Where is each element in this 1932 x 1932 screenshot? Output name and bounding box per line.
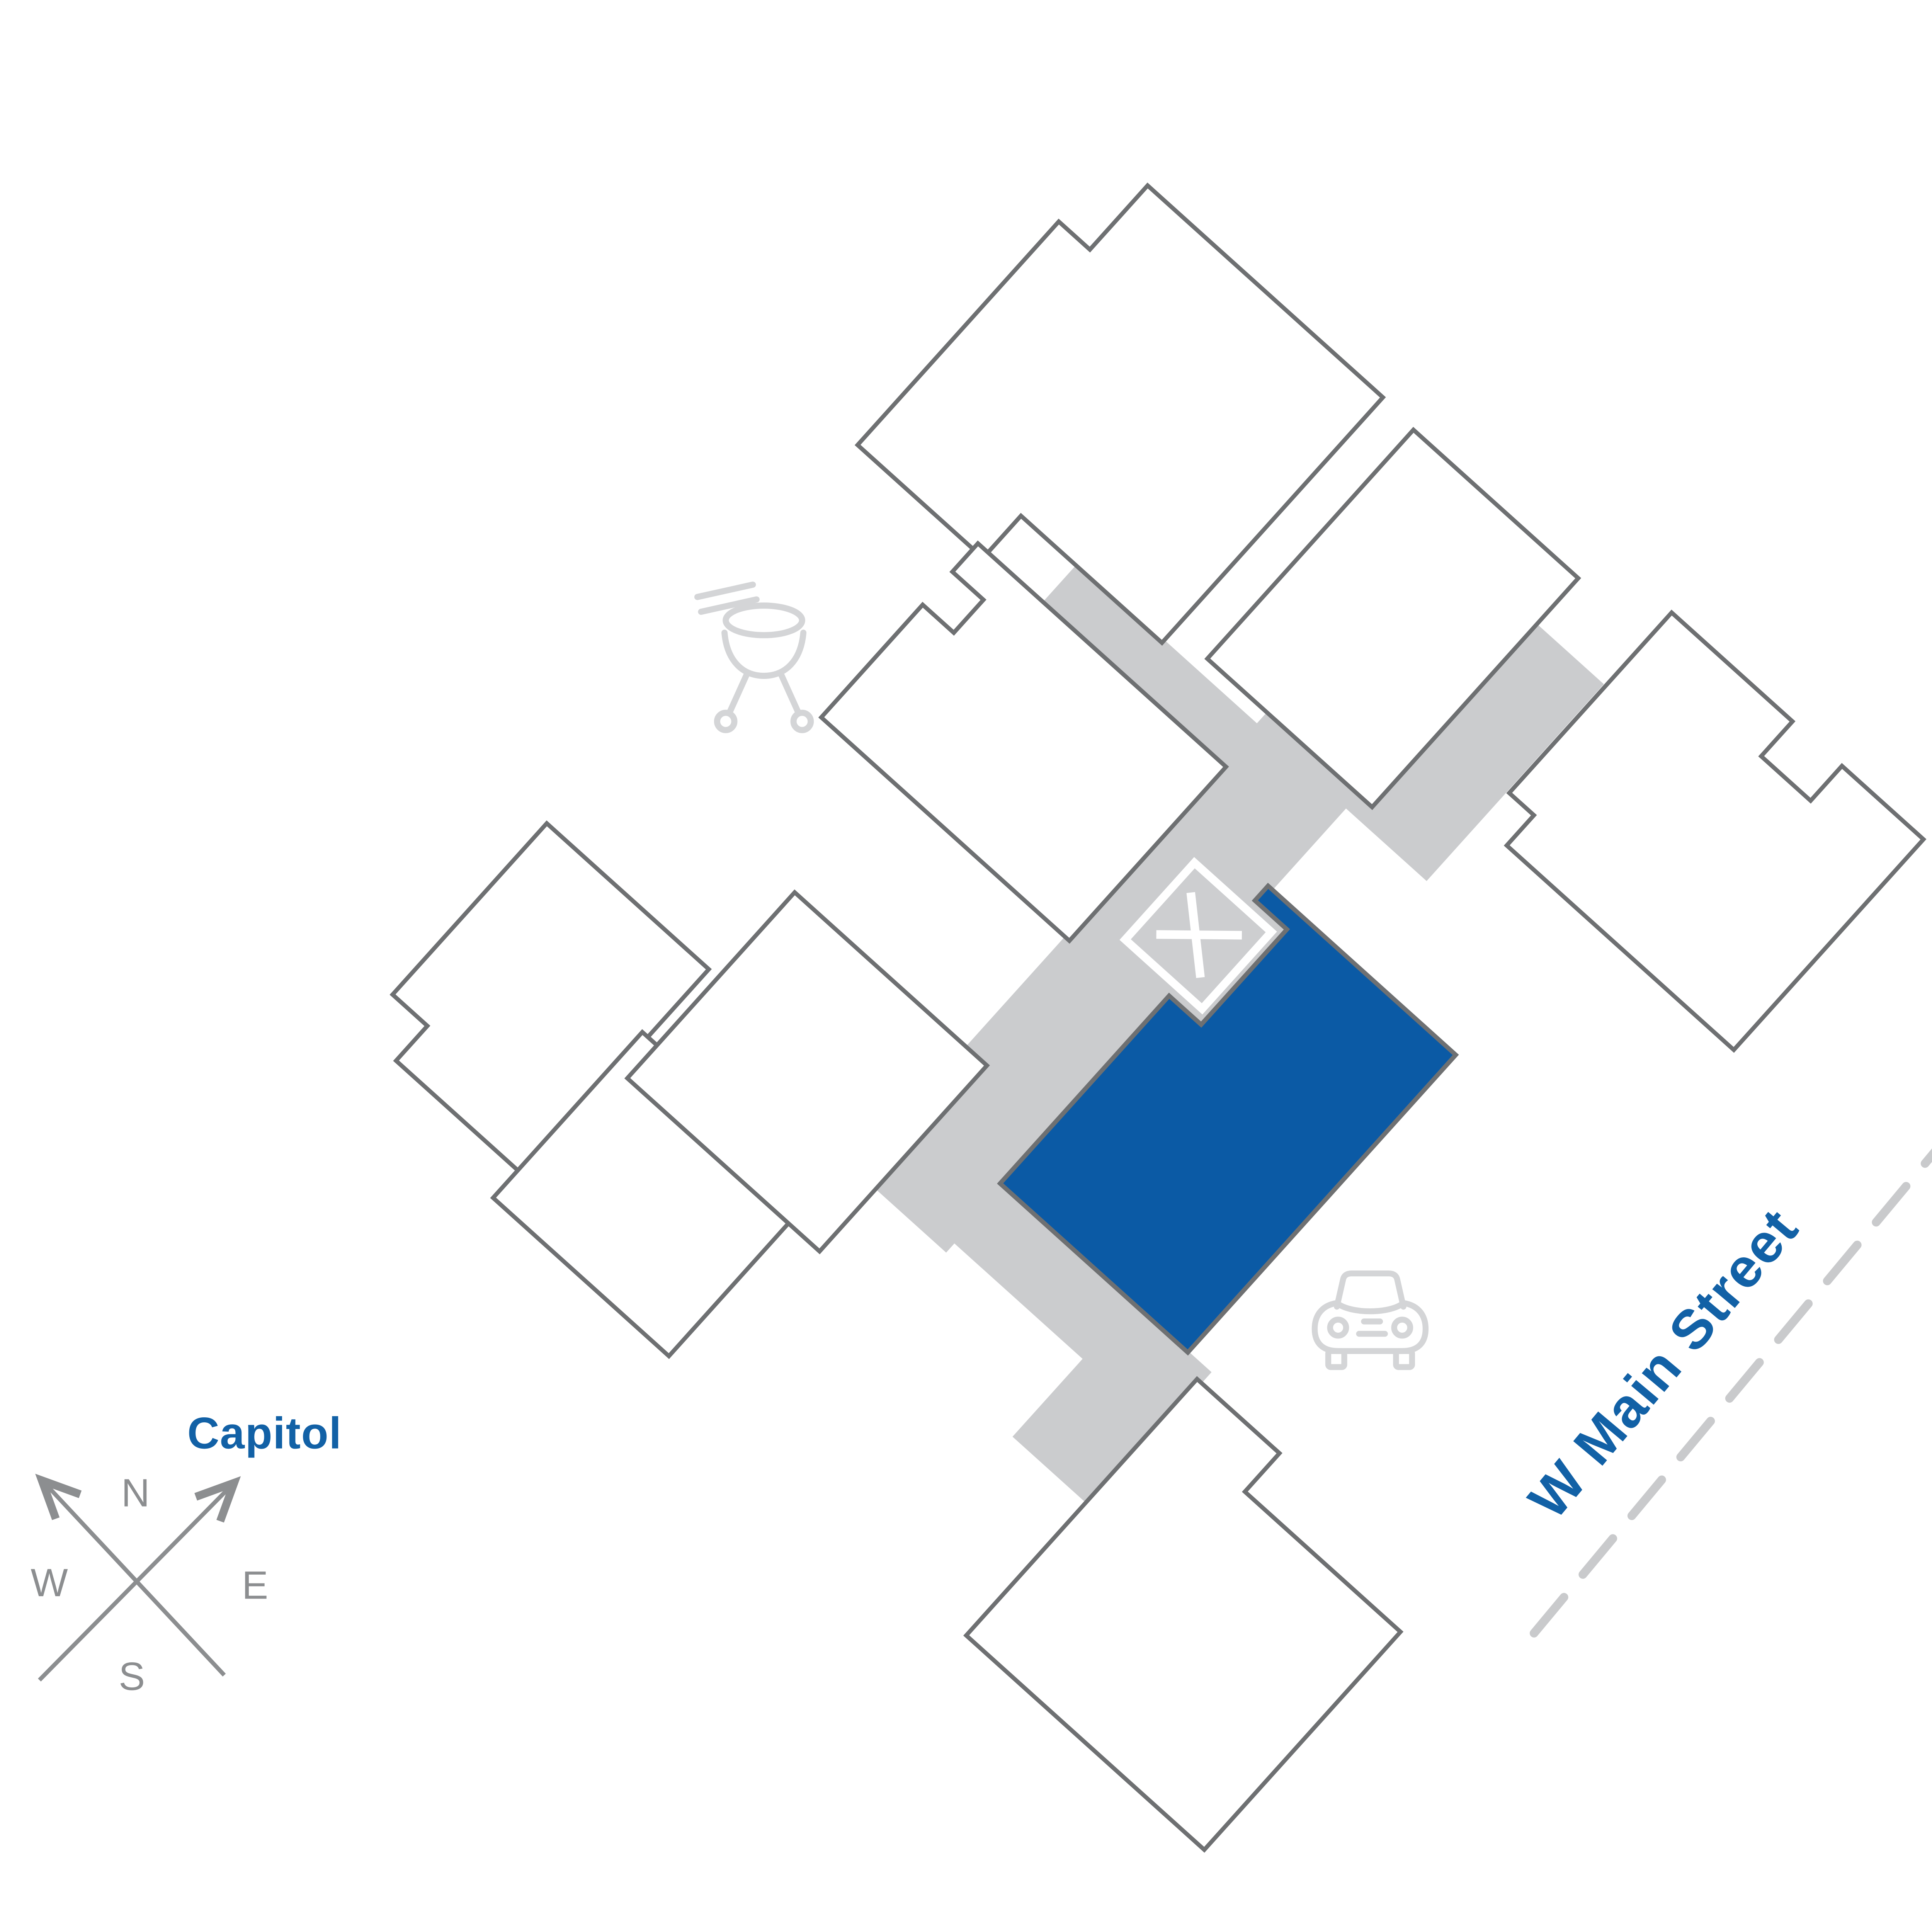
- compass-letter-n: N: [121, 1471, 150, 1515]
- walkway-south-jog: [1012, 1345, 1170, 1505]
- building-northeast: [1204, 427, 1582, 810]
- building-southwest: [624, 889, 990, 1255]
- building-south: [963, 1376, 1404, 1853]
- building-north: [854, 182, 1386, 646]
- bbq-leg-2: [778, 671, 802, 716]
- bbq-tong-1: [694, 582, 756, 600]
- street-dashed-line: [1529, 1148, 1932, 1638]
- bbq-leg-1: [726, 671, 750, 716]
- car-headlight-left: [1327, 1316, 1349, 1339]
- compass-shaft-nw: [45, 1484, 226, 1677]
- compass-arrowhead-nw: [35, 1473, 82, 1520]
- car-icon: [1311, 1270, 1429, 1370]
- site-plan: [389, 182, 1927, 1853]
- compass-shaft-ne: [38, 1486, 231, 1682]
- building-east: [1503, 609, 1927, 1053]
- compass-letter-e: E: [242, 1563, 268, 1607]
- x-marker-stroke-2: [1186, 892, 1205, 978]
- building-center-west: [818, 540, 1229, 944]
- walkway-plaza: [854, 707, 1363, 1253]
- bbq-grill-icon: [694, 582, 814, 733]
- compass-arrowhead-ne: [194, 1476, 241, 1523]
- car-windshield: [1334, 1270, 1406, 1310]
- landmark-label: Capitol: [187, 1408, 342, 1458]
- compass-letter-w: W: [31, 1561, 68, 1605]
- car-body: [1311, 1300, 1429, 1354]
- x-marker-icon: [1119, 857, 1277, 1015]
- car-headlight-right: [1391, 1316, 1413, 1339]
- highlighted-building: [997, 883, 1459, 1356]
- walkway-west-corridor: [863, 1104, 1212, 1429]
- compass-letter-s: S: [119, 1654, 145, 1698]
- bbq-tong-2: [698, 596, 760, 615]
- buildings: [389, 182, 1927, 1853]
- bbq-bowl: [721, 629, 807, 679]
- car-wheel-left: [1325, 1348, 1347, 1370]
- walkway-east-branch: [1344, 610, 1604, 881]
- car-wheel-right: [1393, 1348, 1415, 1370]
- bbq-wheel-2: [790, 709, 814, 733]
- bbq-wheel-1: [714, 709, 738, 733]
- bbq-lid: [723, 602, 805, 638]
- compass-icon: N E S W: [31, 1471, 268, 1698]
